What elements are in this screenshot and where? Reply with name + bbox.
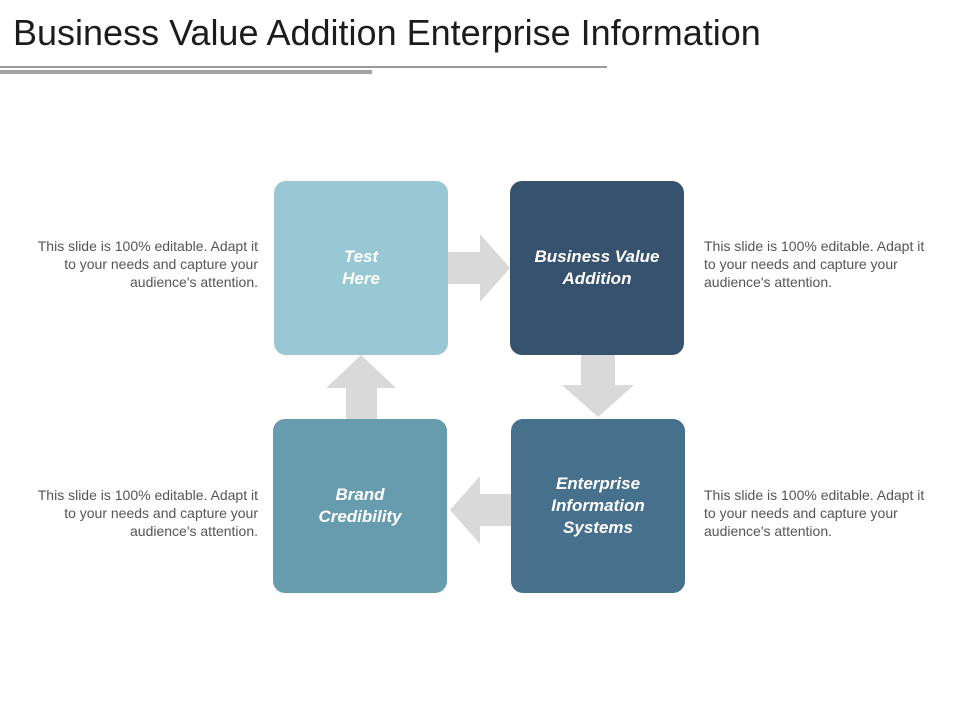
note-top-right: This slide is 100% editable. Adapt it to…: [704, 238, 925, 290]
title-underline-thick: [0, 70, 372, 74]
slide-title: Business Value Addition Enterprise Infor…: [13, 12, 761, 53]
title-underline-thin: [0, 66, 607, 68]
box-brand-credibility: Brand Credibility: [273, 419, 447, 593]
box-test-here: Test Here: [274, 181, 448, 355]
box-business-value-addition: Business Value Addition: [510, 181, 684, 355]
arrow-left-icon: [450, 476, 511, 544]
box-enterprise-information-systems: Enterprise Information Systems: [511, 419, 685, 593]
note-bottom-left: This slide is 100% editable. Adapt it to…: [37, 487, 258, 539]
arrow-up-icon: [326, 355, 396, 419]
note-top-left: This slide is 100% editable. Adapt it to…: [37, 238, 258, 290]
arrow-right-icon: [448, 234, 510, 302]
note-bottom-right: This slide is 100% editable. Adapt it to…: [704, 487, 925, 539]
arrow-down-icon: [562, 355, 634, 417]
